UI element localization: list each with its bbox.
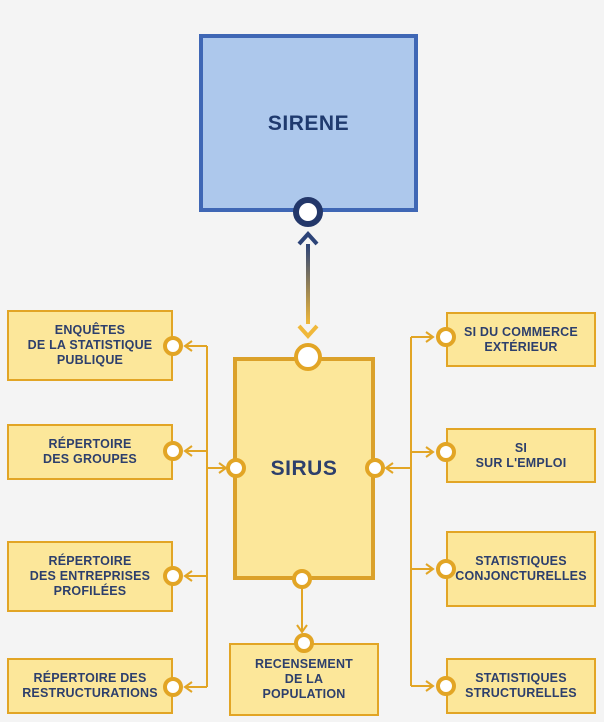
si-emploi-box: SI SUR L'EMPLOI xyxy=(446,428,596,483)
repertoire-groupes-box: RÉPERTOIRE DES GROUPES xyxy=(7,424,173,480)
left-bus-connectors xyxy=(183,340,228,693)
sirene-box: SIRENE xyxy=(199,34,418,212)
enquetes-box: ENQUÊTES DE LA STATISTIQUE PUBLIQUE xyxy=(7,310,173,381)
repertoire-entreprises-box: RÉPERTOIRE DES ENTREPRISES PROFILÉES xyxy=(7,541,173,612)
repertoire-restructurations-box: RÉPERTOIRE DES RESTRUCTURATIONS xyxy=(7,658,173,714)
sirus-box: SIRUS xyxy=(233,357,375,580)
right-bus-connectors xyxy=(384,331,435,692)
bottom-connector xyxy=(296,588,308,634)
recensement-box: RECENSEMENT DE LA POPULATION xyxy=(229,643,379,716)
statistiques-structurelles-box: STATISTIQUES STRUCTURELLES xyxy=(446,658,596,714)
si-commerce-exterieur-box: SI DU COMMERCE EXTÉRIEUR xyxy=(446,312,596,367)
sirene-sirus-arrow xyxy=(297,231,319,339)
statistiques-conjoncturelles-box: STATISTIQUES CONJONCTURELLES xyxy=(446,531,596,607)
